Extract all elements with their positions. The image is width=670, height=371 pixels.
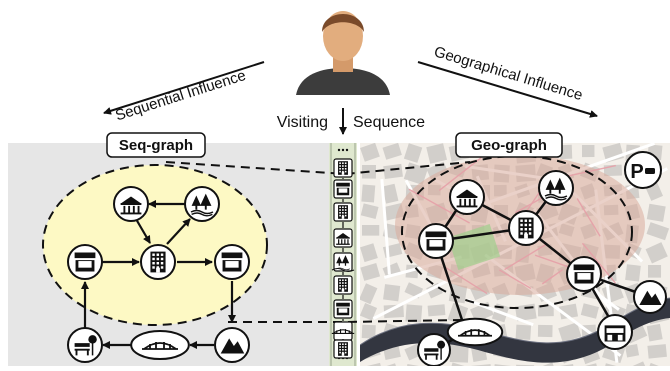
sequence-label: Sequence (353, 114, 425, 131)
sequential-influence-arrow (103, 61, 265, 115)
seq-building-icon (140, 244, 176, 280)
geo-bench-icon (417, 333, 451, 367)
geographical-influence-arrow (417, 61, 598, 118)
geo-mountain-icon (633, 280, 667, 314)
sequence-step-icon (333, 228, 353, 248)
parking-icon: P (624, 151, 662, 189)
svg-text:MARKET: MARKET (605, 319, 624, 324)
svg-text:P: P (630, 161, 643, 183)
geo-temple-icon (449, 179, 485, 215)
seq-mountain-icon (214, 327, 250, 363)
sequence-step-icon (333, 158, 353, 178)
seq-graph-edges (81, 200, 236, 349)
sequence-step-icon (333, 202, 353, 222)
sequence-step-icon (331, 252, 355, 272)
sequential-influence-label: Sequential Influence (113, 67, 248, 125)
sequence-step-icon (331, 321, 355, 341)
visiting-label: Visiting (277, 114, 328, 131)
geo-bridge-icon (446, 317, 504, 347)
sequence-step-icon (333, 179, 353, 199)
geo-forest-icon (538, 170, 574, 206)
geo-graph-title-box (455, 132, 563, 158)
seq-temple-icon (113, 186, 149, 222)
top-projection-line (165, 161, 471, 176)
user-avatar-icon (296, 11, 390, 95)
geo-shop-right-icon (566, 256, 602, 292)
river (360, 298, 670, 363)
sequence-step-icon (333, 339, 353, 359)
geo-graph-title: Geo-graph (471, 137, 547, 154)
sequence-step-icon (333, 299, 353, 319)
seq-bench-icon (67, 327, 103, 363)
seq-bridge-icon (130, 329, 190, 361)
sequence-step-icon (333, 275, 353, 295)
geo-shop-left-icon (418, 223, 454, 259)
bottom-projection-line (228, 319, 463, 323)
seq-shop-left-icon (67, 244, 103, 280)
seq-graph-title-box (106, 132, 206, 158)
seq-shop-right-icon (214, 244, 250, 280)
geo-building-icon (508, 210, 544, 246)
seq-forest-icon (184, 186, 220, 222)
seq-graph-title: Seq-graph (119, 137, 193, 154)
geo-market-icon: MARKET (597, 314, 633, 350)
